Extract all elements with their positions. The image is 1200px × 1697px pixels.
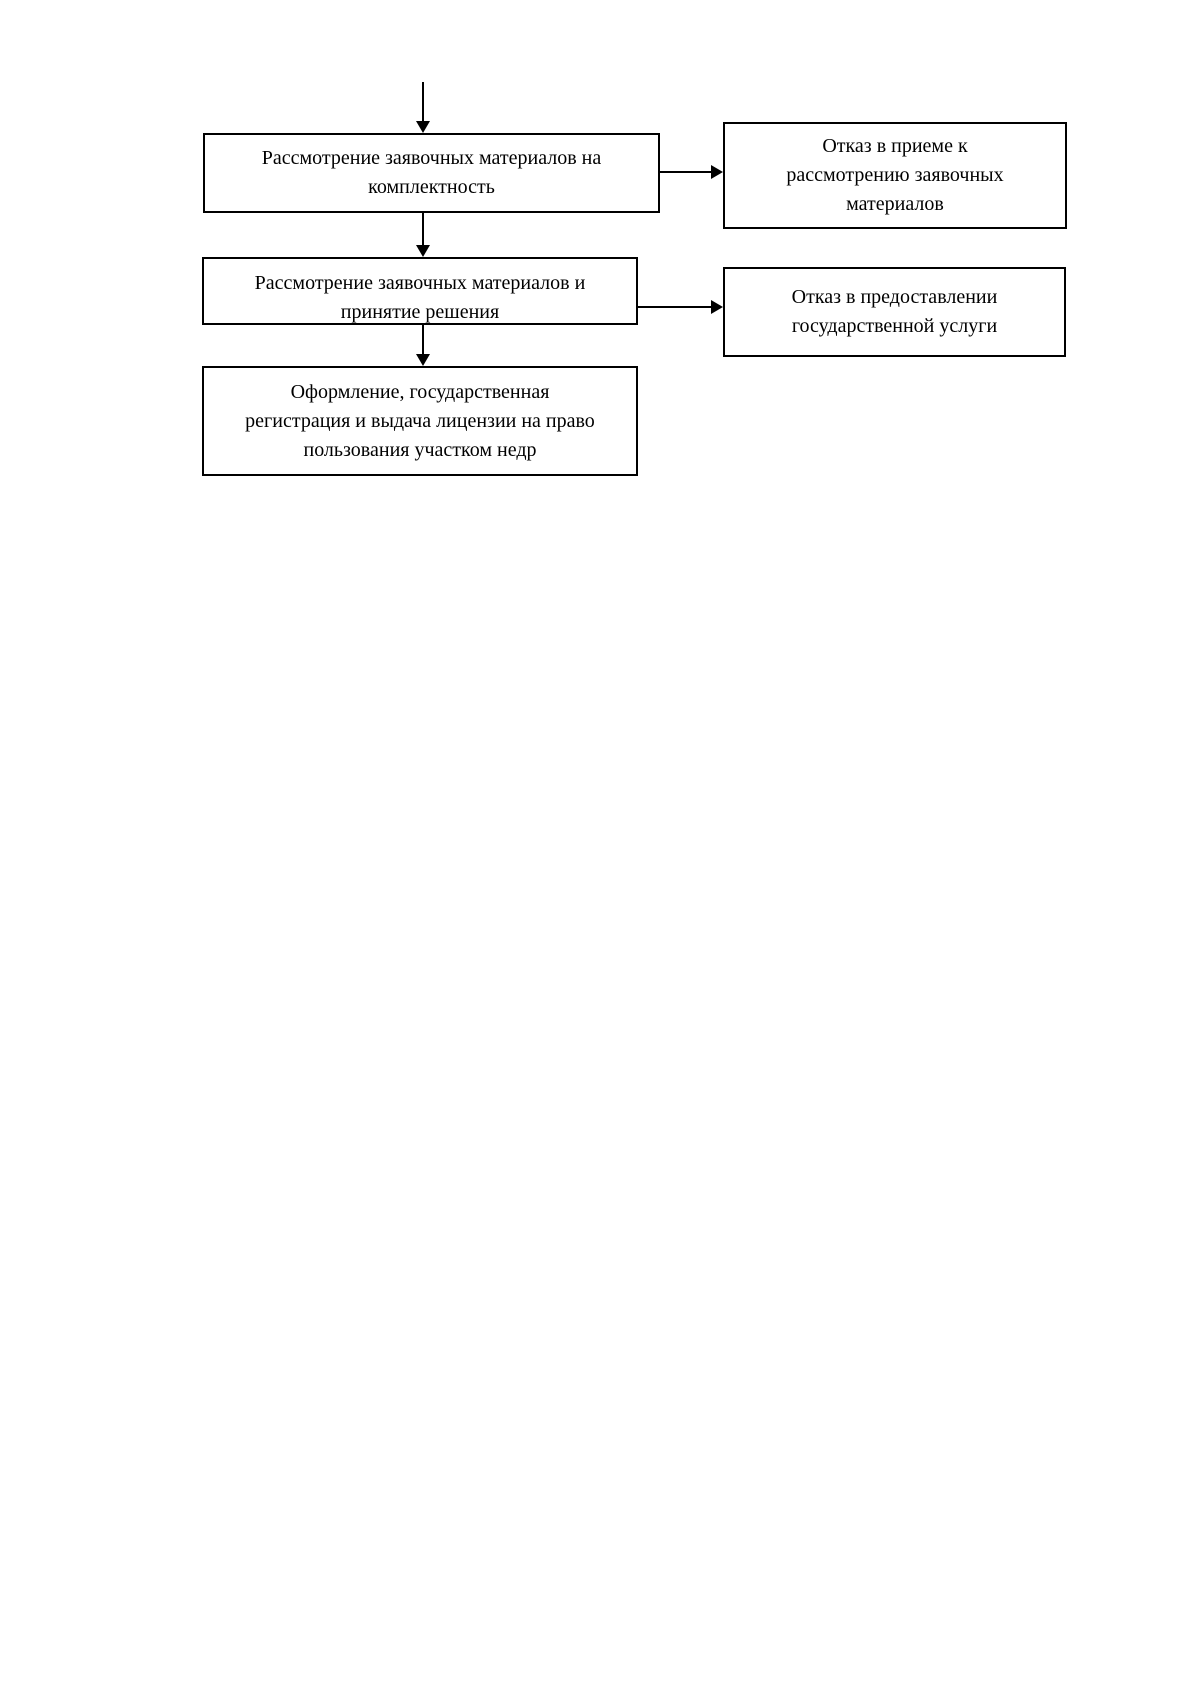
- node-text-line: Рассмотрение заявочных материалов на: [261, 147, 602, 169]
- flow-step-review-completeness: Рассмотрение заявочных материалов на ком…: [203, 133, 660, 213]
- arrow-down-icon: [416, 245, 430, 257]
- connector-line-step2-step3: [422, 325, 424, 354]
- node-text-line: материалов: [846, 193, 944, 215]
- node-text-line: Отказ в предоставлении: [791, 286, 998, 308]
- flow-outcome-refuse-acceptance: Отказ в приеме к рассмотрению заявочных …: [723, 122, 1067, 229]
- flow-step-issue-license: Оформление, государственная регистрация …: [202, 366, 638, 476]
- node-text-line: рассмотрению заявочных: [786, 164, 1004, 186]
- node-text-line: Оформление, государственная: [290, 380, 550, 403]
- connector-line-step1-refusal: [660, 171, 711, 173]
- node-text-line: пользования участком недр: [303, 438, 537, 461]
- connector-line-step1-step2: [422, 213, 424, 245]
- node-text-line: принятие решения: [340, 301, 500, 323]
- arrow-down-icon: [416, 354, 430, 366]
- node-text-line: Отказ в приеме к: [822, 135, 968, 157]
- arrow-down-icon: [416, 121, 430, 133]
- node-text-line: комплектность: [368, 176, 495, 198]
- connector-line-step2-refusal: [638, 306, 711, 308]
- connector-line-top: [422, 82, 424, 121]
- flow-step-review-decision: Рассмотрение заявочных материалов и прин…: [202, 257, 638, 325]
- node-text-line: Рассмотрение заявочных материалов и: [254, 272, 586, 294]
- arrow-right-icon: [711, 165, 723, 179]
- flow-outcome-refuse-service: Отказ в предоставлении государственной у…: [723, 267, 1066, 357]
- node-text-line: регистрация и выдача лицензии на право: [245, 409, 595, 432]
- node-text-line: государственной услуги: [791, 315, 998, 337]
- arrow-right-icon: [711, 300, 723, 314]
